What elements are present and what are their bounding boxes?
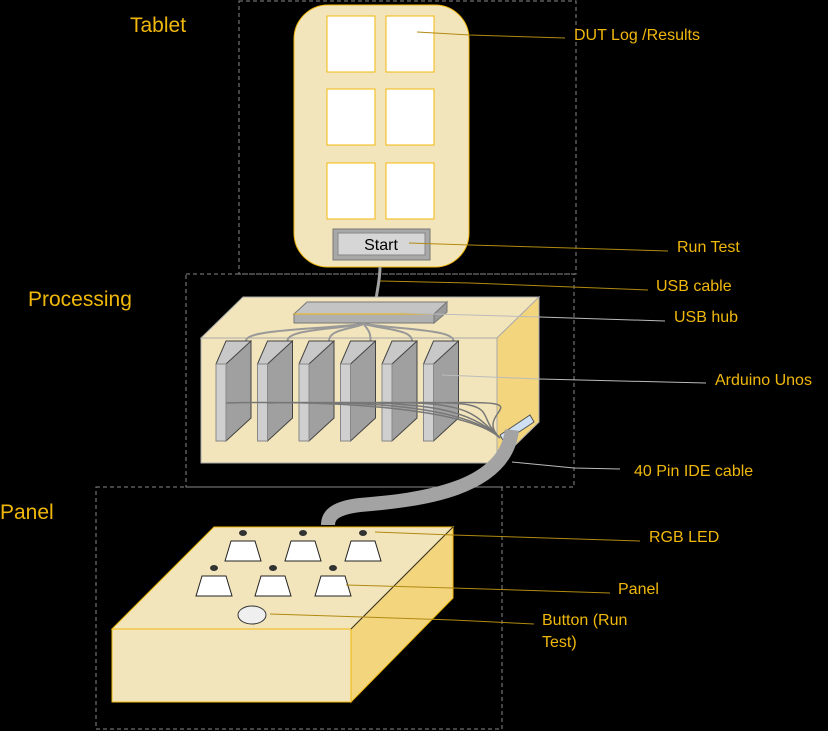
rgb-led (329, 565, 337, 571)
ide-wire (391, 401, 501, 439)
ide-cable (321, 428, 519, 526)
hub-wire (286, 323, 365, 342)
panel-group-box (95, 486, 503, 730)
result-tile (326, 15, 376, 73)
panel-tile (224, 540, 262, 562)
tablet: Start (293, 4, 470, 268)
rgb-led (269, 565, 277, 571)
result-tile (385, 15, 435, 73)
ide-wire (433, 401, 502, 439)
panel-tile (344, 540, 382, 562)
label-arduino: Arduino Unos (715, 372, 812, 389)
panel-tile (195, 575, 233, 597)
result-tile (326, 88, 376, 146)
start-button[interactable]: Start (332, 228, 431, 261)
label-ide-cable: 40 Pin IDE cable (634, 463, 753, 480)
hub-wire (328, 323, 365, 342)
run-test-button[interactable] (237, 605, 267, 625)
tablet-body (293, 4, 470, 268)
leader-lines (269, 31, 707, 625)
hub-wire (363, 323, 455, 342)
label-dut-log: DUT Log /Results (574, 27, 700, 44)
section-title-panel: Panel (0, 501, 54, 524)
start-button-label: Start (364, 237, 398, 254)
label-button-line1: Button (Run (542, 612, 627, 629)
panel-tile (254, 575, 292, 597)
ide-wires (225, 401, 502, 439)
label-run-test: Run Test (677, 239, 740, 256)
ide-wire (350, 401, 501, 439)
rgb-led (299, 530, 307, 536)
panel-box-front (111, 628, 352, 703)
usb-hub (292, 300, 449, 325)
label-button-line2: Test) (542, 634, 577, 651)
hub-wires (245, 323, 455, 342)
section-title-processing: Processing (28, 288, 132, 311)
label-usb-cable: USB cable (656, 278, 732, 295)
arduino-board (215, 339, 252, 443)
arduino-board (381, 339, 418, 443)
rgb-led (359, 530, 367, 536)
panel-tile (284, 540, 322, 562)
section-title-tablet: Tablet (130, 14, 186, 37)
panel-box (110, 525, 455, 704)
label-panel: Panel (618, 581, 659, 598)
rgb-led (239, 530, 247, 536)
usb-cable (374, 266, 382, 301)
panel-tile (314, 575, 352, 597)
result-tile (326, 162, 376, 220)
result-tiles (326, 15, 435, 220)
result-tile (385, 162, 435, 220)
result-tile (385, 88, 435, 146)
processing-box (199, 295, 541, 465)
rgb-led (210, 565, 218, 571)
ide-wire (308, 401, 501, 439)
label-rgb-led: RGB LED (649, 529, 719, 546)
tablet-group-box (238, 0, 577, 275)
label-usb-hub: USB hub (674, 309, 738, 326)
panel-tiles (195, 530, 382, 597)
hub-wire (363, 323, 372, 342)
